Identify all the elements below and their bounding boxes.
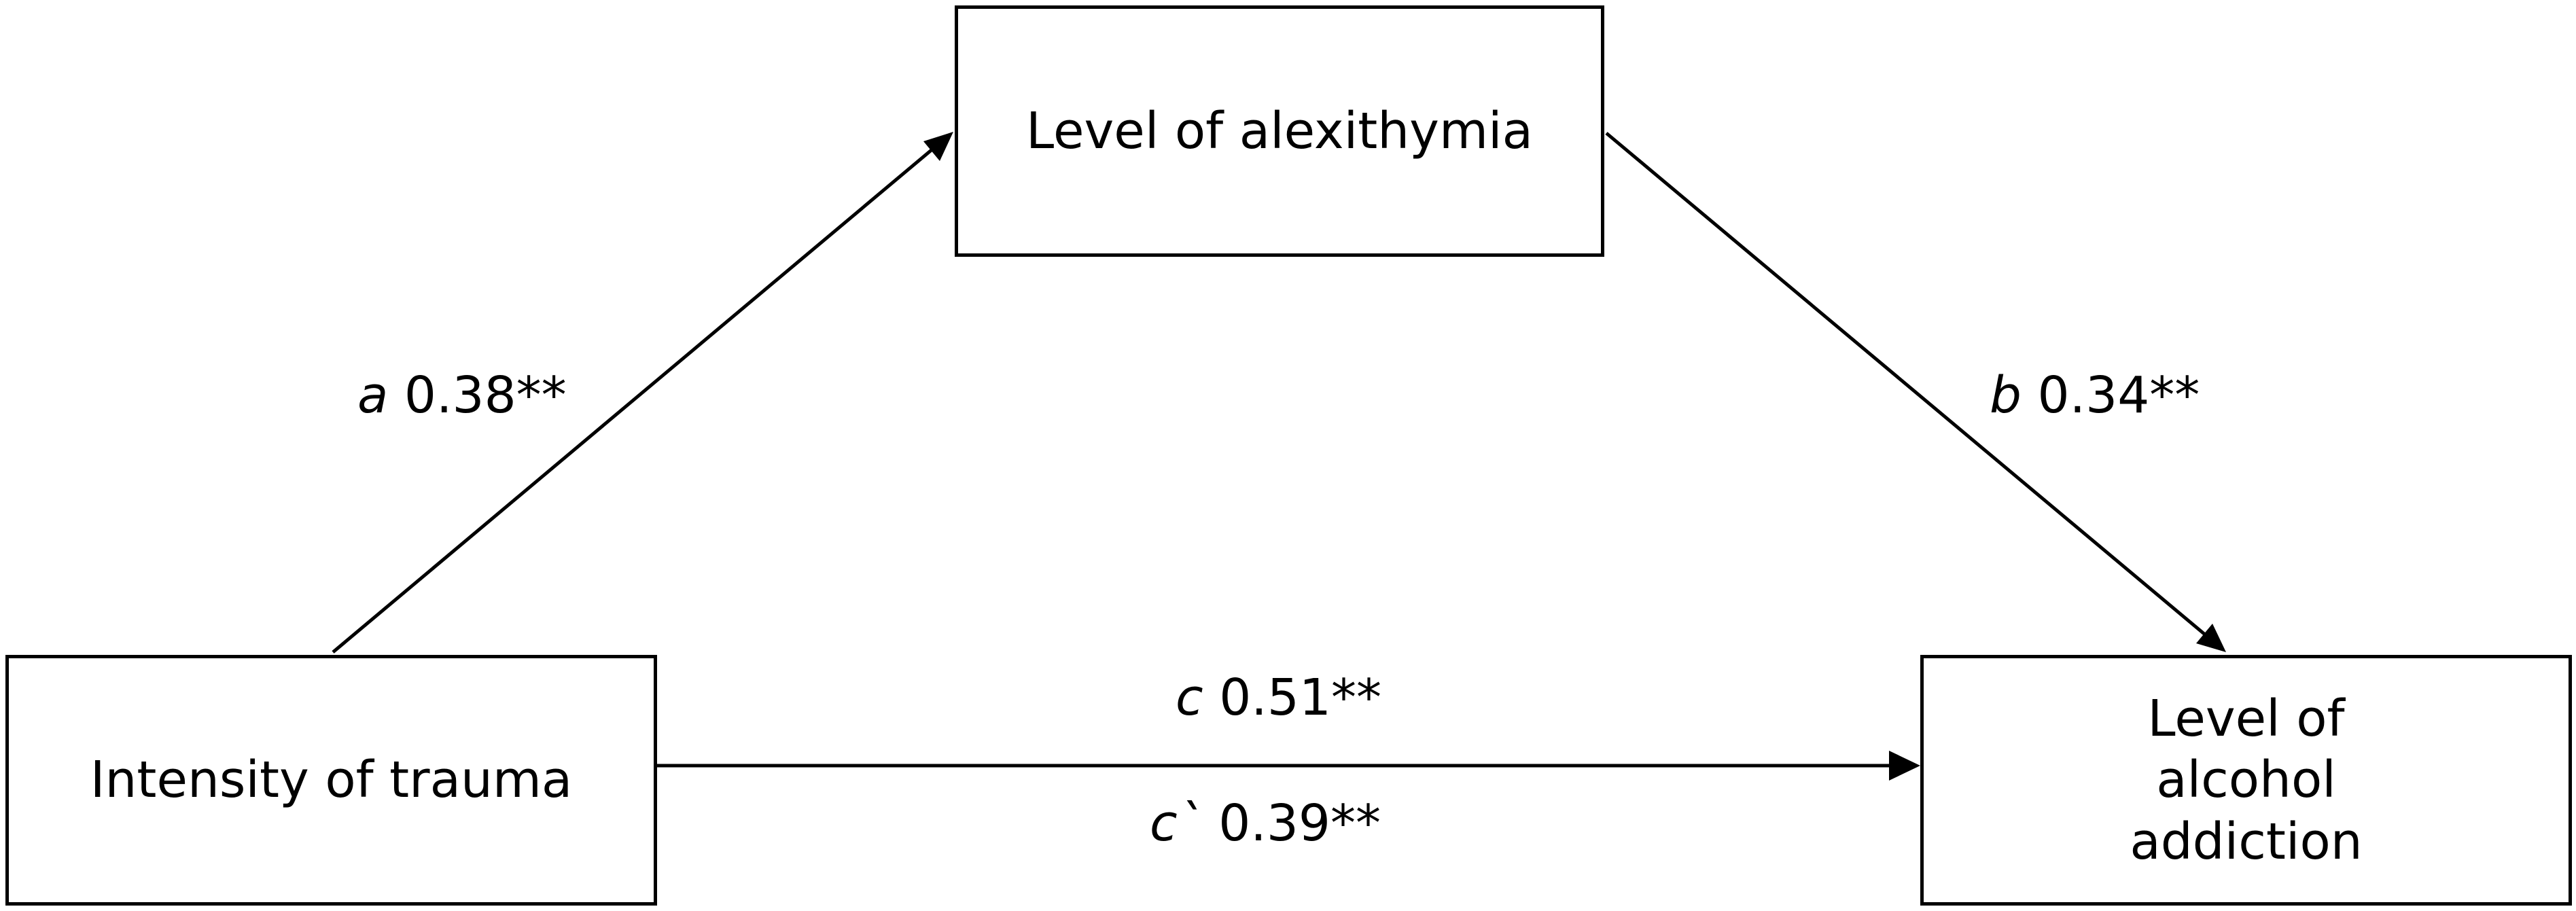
arrowhead-b [2196, 624, 2226, 652]
predictor-box: Intensity of trauma [5, 655, 657, 906]
path-c-letter: c [1176, 668, 1203, 727]
path-c-value: 0.51** [1219, 668, 1381, 727]
path-a-label: a 0.38** [357, 370, 567, 421]
mediator-label: Level of alexithymia [1026, 101, 1533, 160]
arrow-a [332, 133, 951, 654]
arrowhead-c [1889, 751, 1920, 781]
path-b-label: b 0.34** [1990, 370, 2200, 421]
predictor-label: Intensity of trauma [90, 751, 573, 810]
arrowhead-a [923, 132, 953, 161]
path-a-value: 0.38** [404, 366, 567, 425]
outcome-label: Level of alcohol addiction [2130, 690, 2363, 871]
path-b-letter: b [1990, 366, 2022, 425]
arrow-b [1605, 132, 2223, 650]
path-a-letter: a [357, 366, 389, 425]
path-c-prime-label: c` 0.39** [1150, 798, 1381, 849]
path-c-prime-letter: c` [1150, 794, 1203, 853]
path-b-value: 0.34** [2037, 366, 2200, 425]
path-c-label: c 0.51** [1176, 673, 1381, 723]
outcome-box: Level of alcohol addiction [1920, 655, 2572, 906]
mediator-box: Level of alexithymia [955, 5, 1604, 257]
path-c-prime-value: 0.39** [1218, 794, 1381, 853]
